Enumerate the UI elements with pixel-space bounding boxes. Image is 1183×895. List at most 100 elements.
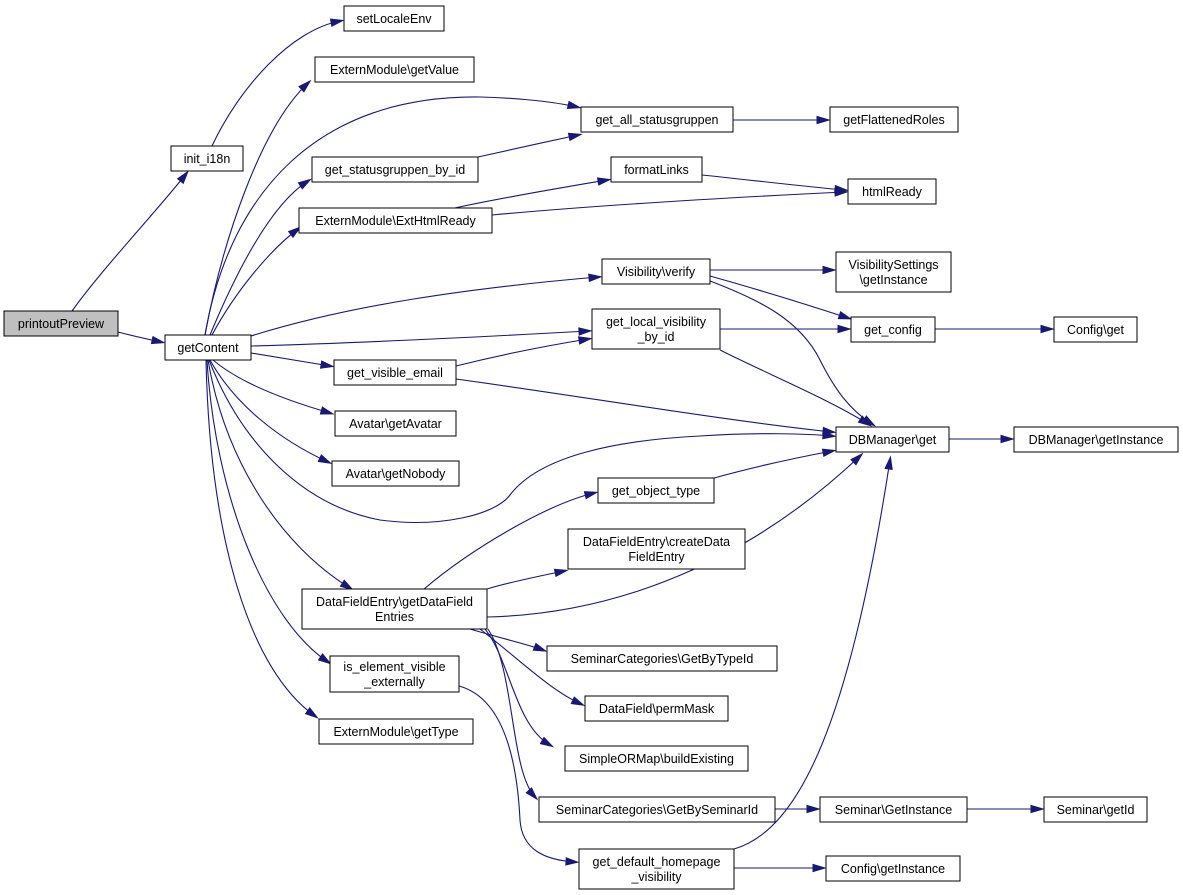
node-box [1053, 316, 1138, 343]
call-edge [709, 275, 849, 319]
node-simpleormap-buildexisting[interactable]: SimpleORMap\buildExisting [564, 745, 749, 772]
node-dbmanager-getinstance[interactable]: DBManager\getInstance [1013, 426, 1179, 453]
node-label: get_object_type [612, 484, 700, 498]
call-edge [250, 352, 331, 367]
node-get-local-visibility-by-id[interactable]: get_local_visibility_by_id [591, 308, 721, 350]
node-get-object-type[interactable]: get_object_type [597, 477, 715, 504]
arrowhead [567, 132, 583, 142]
node-box [610, 156, 703, 183]
node-datafield-permmask[interactable]: DataField\permMask [584, 695, 729, 722]
call-edge [205, 359, 316, 717]
node-box [318, 718, 474, 745]
node-box [334, 410, 457, 437]
node-visibility-verify[interactable]: Visibility\verify [601, 258, 711, 285]
call-edge [209, 359, 329, 463]
node-label: getContent [177, 341, 239, 355]
node-label: SeminarCategories\GetBySeminarId [556, 803, 758, 817]
node-box [1013, 426, 1179, 453]
arrowhead [884, 455, 893, 471]
arrowhead [1030, 804, 1045, 814]
node-seminar-getid[interactable]: Seminar\getId [1043, 796, 1148, 823]
node-box [170, 145, 244, 172]
node-box [333, 359, 457, 386]
arrowhead [578, 327, 593, 336]
arrowhead [850, 452, 864, 466]
node-config-getinstance[interactable]: Config\getInstance [825, 855, 961, 882]
arrowhead [298, 79, 312, 93]
call-edge [455, 338, 589, 367]
node-get-statusgruppen-by-id[interactable]: get_statusgruppen_by_id [311, 156, 479, 183]
node-getcontent[interactable]: getContent [164, 334, 252, 361]
node-label: Config\getInstance [841, 862, 945, 876]
node-formatlinks[interactable]: formatLinks [610, 156, 703, 183]
arrowhead [583, 491, 599, 500]
node-init-i18n[interactable]: init_i18n [170, 145, 244, 172]
node-label: DBManager\get [849, 433, 937, 447]
call-edge [207, 359, 351, 589]
node-box [329, 655, 460, 693]
arrowhead [588, 273, 603, 283]
node-box [591, 308, 721, 350]
node-config-get[interactable]: Config\get [1053, 316, 1138, 343]
node-box [829, 106, 959, 133]
node-get-config[interactable]: get_config [850, 316, 936, 343]
arrowhead [319, 406, 335, 415]
node-label: get_statusgruppen_by_id [325, 163, 465, 177]
node-get-all-statusgruppen[interactable]: get_all_statusgruppen [580, 106, 734, 133]
node-label: setLocaleEnv [356, 12, 432, 26]
node-box [835, 426, 950, 453]
node-box [567, 528, 746, 570]
node-seminarcategories-getbyseminarid[interactable]: SeminarCategories\GetBySeminarId [538, 796, 776, 823]
node-box [298, 207, 493, 234]
arrowhead [304, 707, 319, 719]
node-extern-gettype[interactable]: ExternModule\getType [318, 718, 474, 745]
call-edge [486, 455, 861, 618]
node-getflattenedroles[interactable]: getFlattenedRoles [829, 106, 959, 133]
node-htmlready[interactable]: htmlReady [847, 178, 937, 205]
arrowhead [596, 177, 612, 186]
arrowhead [806, 804, 821, 814]
call-edge [211, 228, 299, 336]
node-label: htmlReady [862, 185, 922, 199]
call-edge [486, 570, 565, 590]
node-avatar-getnobody[interactable]: Avatar\getNobody [331, 460, 460, 487]
call-edge [208, 359, 833, 523]
node-printoutpreview[interactable]: printoutPreview [3, 310, 119, 337]
node-dbmanager-get[interactable]: DBManager\get [835, 426, 950, 453]
node-label: Seminar\GetInstance [835, 803, 952, 817]
call-edge [713, 450, 833, 479]
node-label: printoutPreview [18, 317, 105, 331]
arrowhead [317, 454, 333, 464]
node-avatar-getavatar[interactable]: Avatar\getAvatar [334, 410, 457, 437]
node-label: get_all_statusgruppen [595, 113, 718, 127]
node-label: FieldEntry [628, 550, 685, 564]
node-get-default-homepage-visibility[interactable]: get_default_homepage_visibility [578, 848, 735, 890]
arrowhead [329, 18, 345, 27]
node-box [311, 156, 479, 183]
node-box [584, 695, 729, 722]
node-seminarcategories-getbytypeid[interactable]: SeminarCategories\GetByTypeId [546, 645, 778, 672]
node-label: DataField\permMask [599, 702, 715, 716]
node-label: ExternModule\getType [333, 725, 458, 739]
node-extern-exthtmlready[interactable]: ExternModule\ExtHtmlReady [298, 207, 493, 234]
arrowhead [553, 568, 569, 578]
node-label: is_element_visible [343, 660, 445, 674]
call-edge [701, 174, 845, 191]
node-seminar-getinstance[interactable]: Seminar\GetInstance [819, 796, 968, 823]
node-label: formatLinks [624, 163, 689, 177]
call-edge [454, 179, 608, 209]
node-visibilitysettings-getinstance[interactable]: VisibilitySettings\getInstance [835, 251, 952, 293]
node-box [819, 796, 968, 823]
node-extern-getvalue[interactable]: ExternModule\getValue [314, 56, 475, 83]
node-label: get_config [864, 323, 922, 337]
arrowhead [525, 787, 539, 801]
arrowhead [837, 310, 853, 320]
node-is-element-visible-externally[interactable]: is_element_visible_externally [329, 655, 460, 693]
node-setlocaleenv[interactable]: setLocaleEnv [343, 5, 445, 32]
node-get-visible-email[interactable]: get_visible_email [333, 359, 457, 386]
arrowhead [1040, 324, 1055, 334]
node-label: init_i18n [184, 152, 231, 166]
node-box [1043, 796, 1148, 823]
